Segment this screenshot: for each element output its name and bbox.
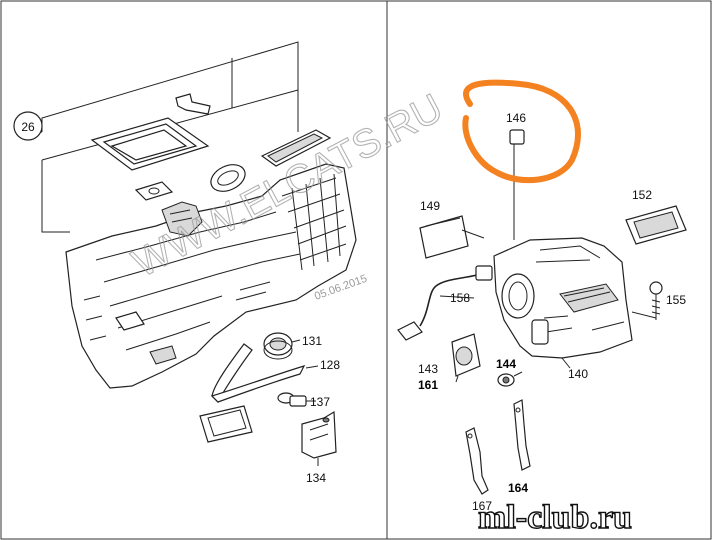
label-167: 167 [472,499,492,513]
label-161: 161 [418,378,438,392]
part-128-drain-hose[interactable] [210,343,319,404]
part-clip[interactable] [175,93,211,115]
part-143-actuator[interactable] [451,333,481,383]
part-167-lever[interactable] [465,427,489,495]
part-164-lever[interactable] [513,399,531,471]
part-131-grommet[interactable] [263,332,301,360]
callout-26[interactable]: 26 [13,111,43,141]
leader-140 [561,357,571,369]
label-144: 144 [496,357,516,371]
part-140-blower[interactable] [493,237,633,359]
part-155-screw[interactable] [631,281,663,320]
label-137: 137 [310,395,330,409]
label-128: 128 [320,358,340,372]
part-rect-seal[interactable] [199,405,253,443]
label-134: 134 [306,471,326,485]
part-146-sensor[interactable] [509,129,525,240]
label-26: 26 [21,120,35,134]
part-small-gasket[interactable] [134,181,174,201]
label-131: 131 [302,334,322,348]
highlight-circle [462,79,581,184]
part-149-module[interactable] [419,215,485,259]
label-152: 152 [632,188,652,202]
part-152-seal[interactable] [625,205,687,245]
part-144-sensor[interactable] [497,371,523,387]
label-143: 143 [418,362,438,376]
part-grommet-oval[interactable] [207,160,250,197]
label-140: 140 [568,367,588,381]
part-137-screw[interactable] [277,392,316,407]
label-164: 164 [508,481,528,495]
label-155: 155 [666,293,686,307]
label-146: 146 [506,111,526,125]
label-158: 158 [450,291,470,305]
watermark-club: ml-club.ru [478,499,632,536]
part-seal-frame[interactable] [90,117,210,171]
part-158-harness[interactable] [397,265,493,341]
label-149: 149 [420,199,440,213]
part-hvac-housing[interactable] [65,163,357,389]
part-134-bracket[interactable] [301,410,337,466]
part-seal-right[interactable] [260,129,332,167]
